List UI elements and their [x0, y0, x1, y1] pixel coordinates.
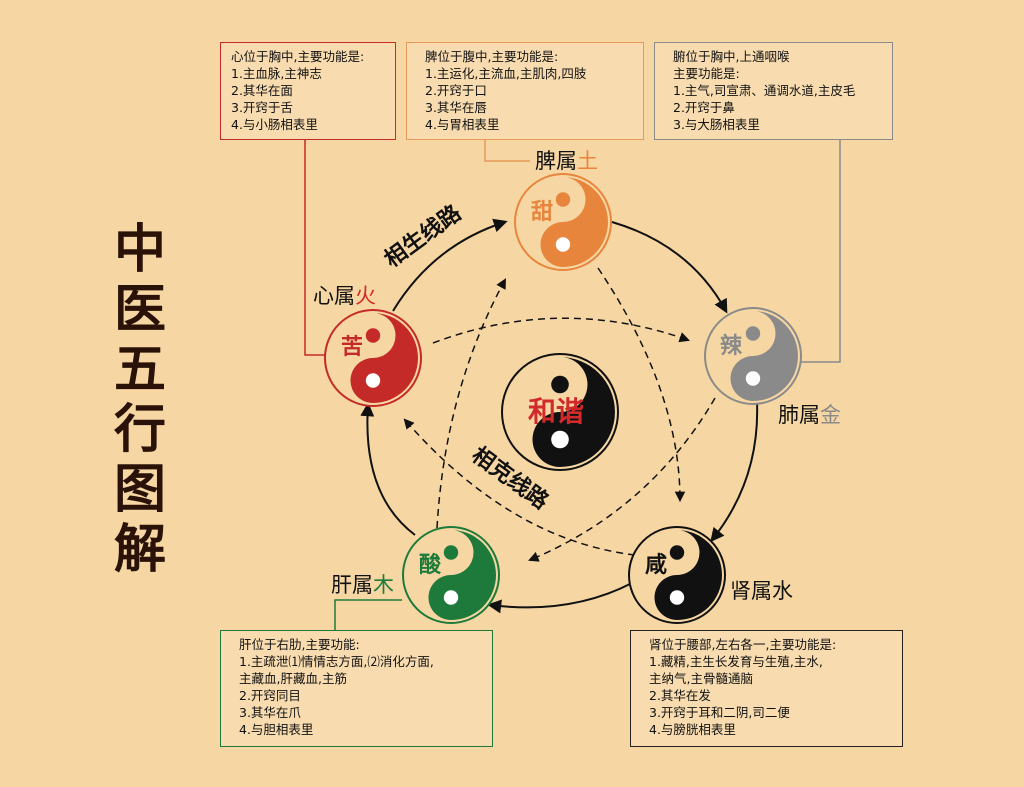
arrow-wood-to-earth — [436, 278, 507, 529]
info-line: 肾位于腰部,左右各一,主要功能是: — [649, 637, 837, 652]
title-char: 行 — [113, 399, 166, 460]
info-line: 2.开窍于口 — [425, 83, 487, 98]
lung-yinyang-icon — [704, 307, 802, 405]
info-line: 1.主疏泄⑴情情志方面,⑵消化方面, — [239, 654, 434, 669]
element-name: 土 — [577, 149, 598, 173]
yinyang-dot-bottom — [745, 371, 761, 386]
arrow-earth-to-water — [597, 267, 686, 503]
element-name: 水 — [772, 579, 793, 603]
arrow-fire-to-metal — [432, 317, 690, 344]
info-line: 4.与小肠相表里 — [231, 117, 318, 132]
yinyang-dot-bottom — [365, 373, 381, 388]
kidney-organ-label: 肾属水 — [730, 579, 793, 603]
yinyang-dot-top — [669, 545, 685, 560]
spleen-info-box: 脾位于腹中,主要功能是: 1.主运化,主流血,主肌肉,四肢 2.开窍于口 3.其… — [406, 42, 644, 140]
yinyang-dot-bottom — [669, 590, 685, 605]
lung-taste-label: 辣 — [720, 333, 743, 359]
arrow-metal-to-wood — [528, 397, 716, 562]
organ-name: 肾属 — [730, 579, 772, 603]
info-line: 3.开窍于耳和二阴,司二便 — [649, 705, 790, 720]
liver-connector — [334, 599, 402, 630]
yinyang-dot-top — [365, 328, 381, 343]
arrow-metal-to-water — [710, 401, 759, 543]
yinyang-dot-top — [555, 192, 571, 207]
heart-organ-label: 心属火 — [313, 284, 376, 308]
info-line: 心位于胸中,主要功能是: — [231, 49, 365, 64]
harmony-yinyang-icon — [501, 353, 619, 471]
info-line: 3.开窍于舌 — [231, 100, 293, 115]
generating-route-label: 相生线路 — [380, 199, 467, 272]
info-line: 4.与膀胱相表里 — [649, 722, 736, 737]
kidney-taste-label: 咸 — [645, 553, 667, 578]
kidney-yinyang-icon — [628, 526, 726, 624]
info-line: 2.开窍于鼻 — [673, 100, 735, 115]
element-name: 木 — [373, 573, 394, 597]
title-char: 图 — [113, 459, 166, 520]
arrow-wood-to-fire — [360, 402, 416, 536]
title-char: 中 — [113, 219, 166, 280]
arrow-water-to-fire — [403, 418, 636, 556]
info-line: 2.开窍同目 — [239, 688, 301, 703]
heart-info-box: 心位于胸中,主要功能是: 1.主血脉,主神志 2.其华在面 3.开窍于舌 4.与… — [220, 42, 396, 140]
info-line: 3.其华在爪 — [239, 705, 301, 720]
center-label: 和谐 — [528, 395, 584, 428]
heart-taste-label: 苦 — [341, 335, 363, 360]
info-line: 主纳气,主骨髓通脑 — [649, 671, 753, 686]
organ-name: 心属 — [313, 284, 355, 308]
yinyang-dot-top — [551, 375, 569, 394]
yinyang-dot-bottom — [443, 590, 459, 605]
info-line: 主藏血,肝藏血,主筋 — [239, 671, 347, 686]
info-line: 1.主血脉,主神志 — [231, 66, 322, 81]
generating-route — [360, 218, 759, 614]
page-title: 中 医 五 行 图 解 — [100, 220, 180, 580]
title-char: 医 — [113, 279, 166, 340]
heart-connector — [304, 140, 328, 356]
arrow-water-to-wood — [487, 582, 633, 614]
info-line: 4.与胃相表里 — [425, 117, 500, 132]
info-line: 2.其华在发 — [649, 688, 711, 703]
info-line: 1.藏精,主生长发育与生殖,主水, — [649, 654, 823, 669]
yinyang-dot-bottom — [551, 430, 569, 449]
spleen-yinyang-icon — [514, 173, 612, 271]
spleen-connector — [484, 140, 530, 162]
info-line: 腑位于胸中,上通咽喉 — [673, 49, 790, 64]
organ-name: 肺属 — [778, 403, 820, 427]
liver-organ-label: 肝属木 — [331, 573, 394, 597]
spleen-taste-label: 甜 — [531, 199, 553, 225]
liver-taste-label: 酸 — [419, 553, 442, 578]
organ-name: 脾属 — [535, 149, 577, 173]
element-name: 金 — [820, 403, 841, 427]
yinyang-dot-top — [443, 545, 459, 560]
info-line: 3.与大肠相表里 — [673, 117, 760, 132]
title-char: 五 — [113, 339, 166, 400]
info-line: 1.主运化,主流血,主肌肉,四肢 — [425, 66, 587, 81]
lung-organ-label: 肺属金 — [778, 403, 841, 427]
lung-connector — [800, 140, 841, 363]
info-line: 3.其华在唇 — [425, 100, 487, 115]
element-name: 火 — [355, 284, 376, 308]
arrow-earth-to-metal — [611, 221, 728, 314]
heart-yinyang-icon — [324, 309, 422, 407]
info-line: 肝位于右肋,主要功能: — [239, 637, 360, 652]
spleen-organ-label: 脾属土 — [535, 149, 598, 173]
yinyang-dot-top — [745, 326, 761, 341]
organ-name: 肝属 — [331, 573, 373, 597]
title-char: 解 — [113, 519, 166, 580]
arrow-fire-to-earth — [392, 218, 508, 312]
info-line: 4.与胆相表里 — [239, 722, 314, 737]
info-line: 脾位于腹中,主要功能是: — [425, 49, 559, 64]
info-line: 1.主气,司宣肃、通调水道,主皮毛 — [673, 83, 856, 98]
liver-yinyang-icon — [402, 526, 500, 624]
info-line: 主要功能是: — [673, 66, 740, 81]
liver-info-box: 肝位于右肋,主要功能: 1.主疏泄⑴情情志方面,⑵消化方面, 主藏血,肝藏血,主… — [220, 630, 493, 747]
info-line: 2.其华在面 — [231, 83, 293, 98]
yinyang-dot-bottom — [555, 237, 571, 252]
lung-info-box: 腑位于胸中,上通咽喉 主要功能是: 1.主气,司宣肃、通调水道,主皮毛 2.开窍… — [654, 42, 893, 140]
kidney-info-box: 肾位于腰部,左右各一,主要功能是: 1.藏精,主生长发育与生殖,主水, 主纳气,… — [630, 630, 903, 747]
controlling-route — [403, 267, 716, 562]
